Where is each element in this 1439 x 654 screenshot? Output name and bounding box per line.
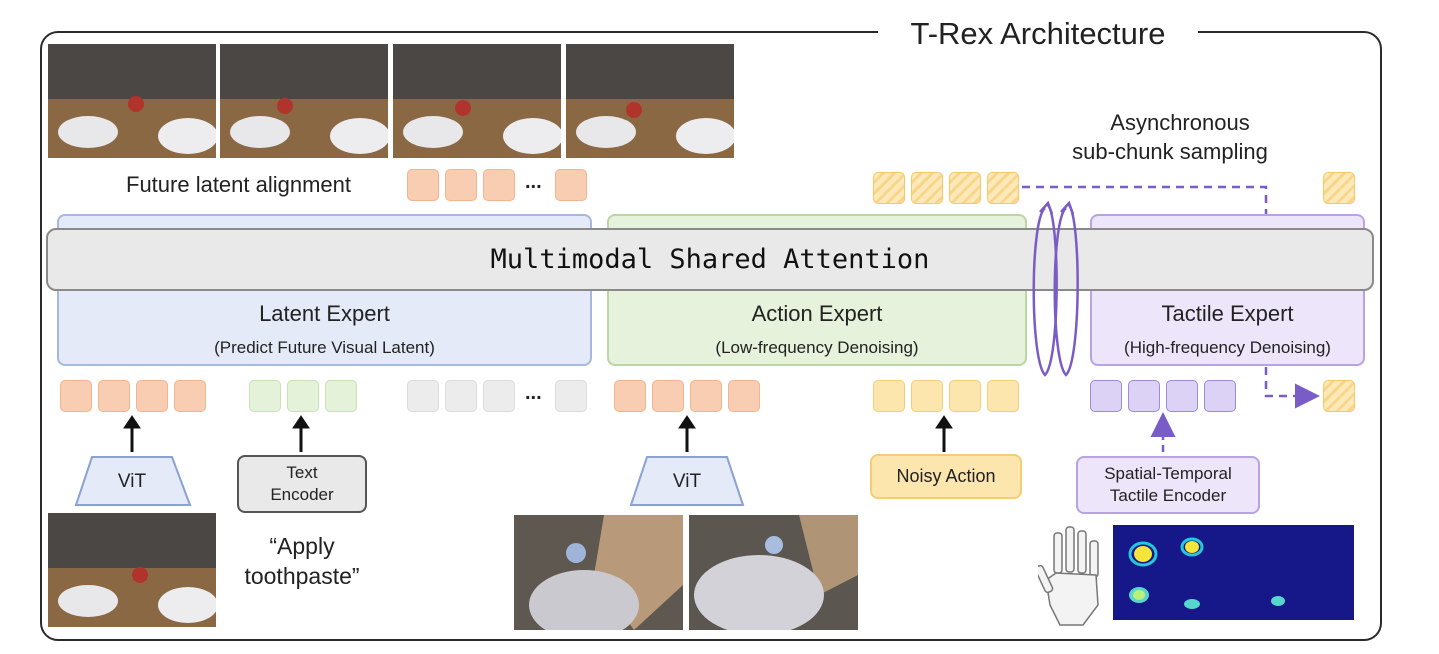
async-label-line1: Asynchronous <box>1110 110 1250 135</box>
latent-expert-title: Latent Expert <box>259 301 390 326</box>
noisy-action-token <box>873 380 905 412</box>
text-token <box>325 380 357 412</box>
future-frame-4 <box>566 44 734 158</box>
tactile-token <box>1090 380 1122 412</box>
masked-token <box>407 380 439 412</box>
async-sampling-arrow <box>1022 185 1268 214</box>
future-latent-token <box>483 169 515 201</box>
predicted-action-token <box>987 172 1019 204</box>
robot-hand-icon <box>1038 526 1099 626</box>
vit-shape-right <box>629 456 745 506</box>
wrist-view-token <box>652 380 684 412</box>
future-frame-3 <box>393 44 561 158</box>
tactile-token <box>1166 380 1198 412</box>
async-label-line2: sub-chunk sampling <box>1072 139 1268 164</box>
instruction-line1: “Apply <box>269 533 335 559</box>
tactile-output-token <box>1323 380 1355 412</box>
text-encoder: Text Encoder <box>237 455 367 513</box>
wrist-view-token <box>690 380 722 412</box>
action-expert-subtitle: (Low-frequency Denoising) <box>715 338 919 357</box>
tactile-output-token-top <box>1323 172 1355 204</box>
diagram-title: T-Rex Architecture <box>878 14 1198 54</box>
predicted-action-token <box>911 172 943 204</box>
multimodal-shared-attention: Multimodal Shared Attention <box>46 228 1374 291</box>
tactile-encoder: Spatial-Temporal Tactile Encoder <box>1076 456 1260 514</box>
current-observation-image <box>48 513 216 627</box>
wrist-camera-left <box>514 515 683 630</box>
future-latent-token <box>407 169 439 201</box>
tactile-heatmap <box>1113 525 1354 620</box>
instruction-line2: toothpaste” <box>244 563 360 589</box>
future-frame-2 <box>220 44 388 158</box>
latent-input-token <box>174 380 206 412</box>
noisy-action-label: Noisy Action <box>896 466 996 486</box>
predicted-action-token <box>949 172 981 204</box>
future-latent-token <box>445 169 477 201</box>
action-expert-title: Action Expert <box>751 301 883 326</box>
wrist-camera-right <box>689 515 858 630</box>
ellipsis: ... <box>525 171 542 193</box>
vit-label-right: ViT <box>672 471 702 492</box>
future-latent-alignment-label: Future latent alignment <box>126 172 352 197</box>
latent-input-token <box>136 380 168 412</box>
text-token <box>287 380 319 412</box>
masked-token <box>555 380 587 412</box>
text-token <box>249 380 281 412</box>
async-loop-2 <box>1053 204 1079 377</box>
vit-shape-left <box>74 456 192 506</box>
predicted-action-token <box>873 172 905 204</box>
tactile-output-arrow <box>1264 367 1320 409</box>
latent-input-token <box>98 380 130 412</box>
vit-label-left: ViT <box>117 471 147 492</box>
masked-token <box>445 380 477 412</box>
ellipsis: ... <box>525 382 542 404</box>
noisy-action-token <box>911 380 943 412</box>
tactile-encoder-line1: Spatial-Temporal <box>1104 464 1232 483</box>
wrist-view-token <box>728 380 760 412</box>
text-encoder-line2: Encoder <box>270 485 334 504</box>
future-latent-token <box>555 169 587 201</box>
tactile-encoder-line2: Tactile Encoder <box>1109 486 1227 505</box>
noisy-action-box: Noisy Action <box>870 454 1022 499</box>
noisy-action-token <box>987 380 1019 412</box>
tactile-expert-subtitle: (High-frequency Denoising) <box>1124 338 1331 357</box>
architecture-frame <box>40 31 1382 641</box>
tactile-token <box>1128 380 1160 412</box>
latent-input-token <box>60 380 92 412</box>
wrist-view-token <box>614 380 646 412</box>
latent-expert-subtitle: (Predict Future Visual Latent) <box>214 338 435 357</box>
future-frame-1 <box>48 44 216 158</box>
noisy-action-token <box>949 380 981 412</box>
tactile-token <box>1204 380 1236 412</box>
tactile-expert-title: Tactile Expert <box>1161 301 1294 326</box>
masked-token <box>483 380 515 412</box>
text-encoder-line1: Text <box>286 463 318 482</box>
